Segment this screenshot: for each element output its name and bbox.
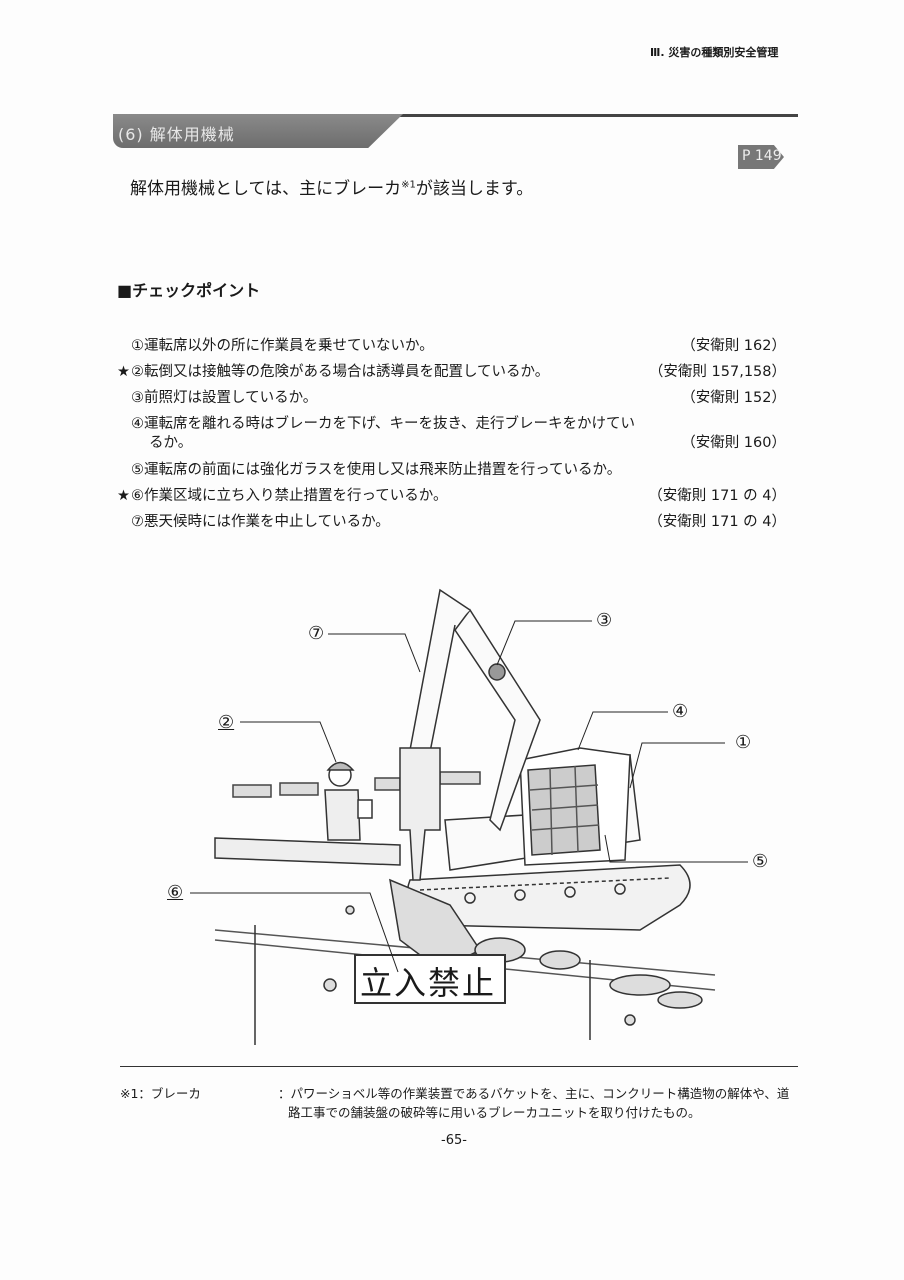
footnote-rule	[120, 1066, 798, 1067]
item-text: ②転倒又は接触等の危険がある場合は誘導員を配置しているか。	[131, 364, 550, 380]
intro-part: が該当します。	[415, 179, 534, 199]
callout-5: ⑤	[752, 851, 769, 872]
debris	[323, 878, 703, 1026]
callout-6: ⑥	[167, 882, 184, 903]
section-band	[113, 114, 403, 148]
callout-2: ②	[218, 712, 235, 733]
page-ref-tag	[738, 145, 784, 169]
item-ref: （安衛則 157,158）	[648, 364, 786, 380]
intro-text: 解体用機械としては、主にブレーカ※1が該当します。	[130, 174, 533, 199]
callout-3: ③	[596, 610, 613, 631]
item-ref: （安衛則 160）	[681, 435, 786, 451]
item-ref: （安衛則 171 の 4）	[648, 514, 786, 530]
item-text: ③前照灯は設置しているか。	[131, 390, 318, 406]
star: ★	[117, 488, 130, 504]
operator-cab	[519, 747, 631, 866]
chapter-header: Ⅲ. 災害の種類別安全管理	[650, 46, 779, 59]
sign-text: 立入禁止	[360, 964, 497, 1002]
item-ref: （安衛則 152）	[681, 390, 786, 406]
footnote-label: ※1：ブレーカ	[120, 1086, 201, 1101]
list-item: ①運転席以外の所に作業員を乗せていないか。	[117, 334, 434, 355]
callout-4: ④	[672, 701, 689, 722]
list-item: ★②転倒又は接触等の危険がある場合は誘導員を配置しているか。	[117, 360, 549, 381]
callout-7: ⑦	[308, 623, 325, 644]
footnote-text: ：パワーショベル等の作業装置であるバケットを、主に、コンクリート構造物の解体や、…	[278, 1086, 790, 1101]
item-ref: （安衛則 171 の 4）	[648, 488, 786, 504]
item-text: ④運転席を離れる時はブレーカを下げ、キーを抜き、走行ブレーキをかけてい	[131, 416, 635, 432]
item-text: ⑤運転席の前面には強化ガラスを使用し又は飛来防止措置を行っているか。	[131, 462, 622, 478]
guide-worker	[324, 761, 373, 841]
section-title: (6) 解体用機械	[118, 125, 235, 144]
footnote-text-cont: 路工事での舗装盤の破砕等に用いるブレーカユニットを取り付けたもの。	[288, 1105, 701, 1120]
page-number: -65-	[441, 1133, 467, 1148]
intro-part: 解体用機械としては、主にブレーカ	[130, 179, 402, 199]
star: ★	[117, 364, 130, 380]
item-ref: （安衛則 162）	[681, 338, 786, 354]
list-item: ④運転席を離れる時はブレーカを下げ、キーを抜き、走行ブレーキをかけてい	[117, 412, 635, 433]
road-barriers	[232, 771, 481, 798]
note-mark: ※1	[401, 179, 416, 191]
concrete-slab	[214, 837, 401, 866]
list-item: ⑤運転席の前面には強化ガラスを使用し又は飛来防止措置を行っているか。	[117, 458, 621, 479]
breaker-unit	[399, 747, 441, 881]
list-item: ⑦悪天候時には作業を中止しているか。	[117, 510, 390, 531]
item-text: ⑦悪天候時には作業を中止しているか。	[131, 514, 390, 530]
item-text: ①運転席以外の所に作業員を乗せていないか。	[131, 338, 434, 354]
section-rule	[390, 114, 798, 117]
list-item: ★⑥作業区域に立ち入り禁止措置を行っているか。	[117, 484, 447, 505]
callout-1: ①	[735, 732, 752, 753]
item-text: ⑥作業区域に立ち入り禁止措置を行っているか。	[131, 488, 448, 504]
item-text-cont: るか。	[149, 435, 193, 451]
no-entry-sign	[354, 954, 506, 1004]
checkpoint-heading: ■チェックポイント	[117, 281, 261, 300]
list-item: ③前照灯は設置しているか。	[117, 386, 317, 407]
page-ref-label: P 149	[742, 148, 782, 164]
headlight	[488, 663, 506, 681]
